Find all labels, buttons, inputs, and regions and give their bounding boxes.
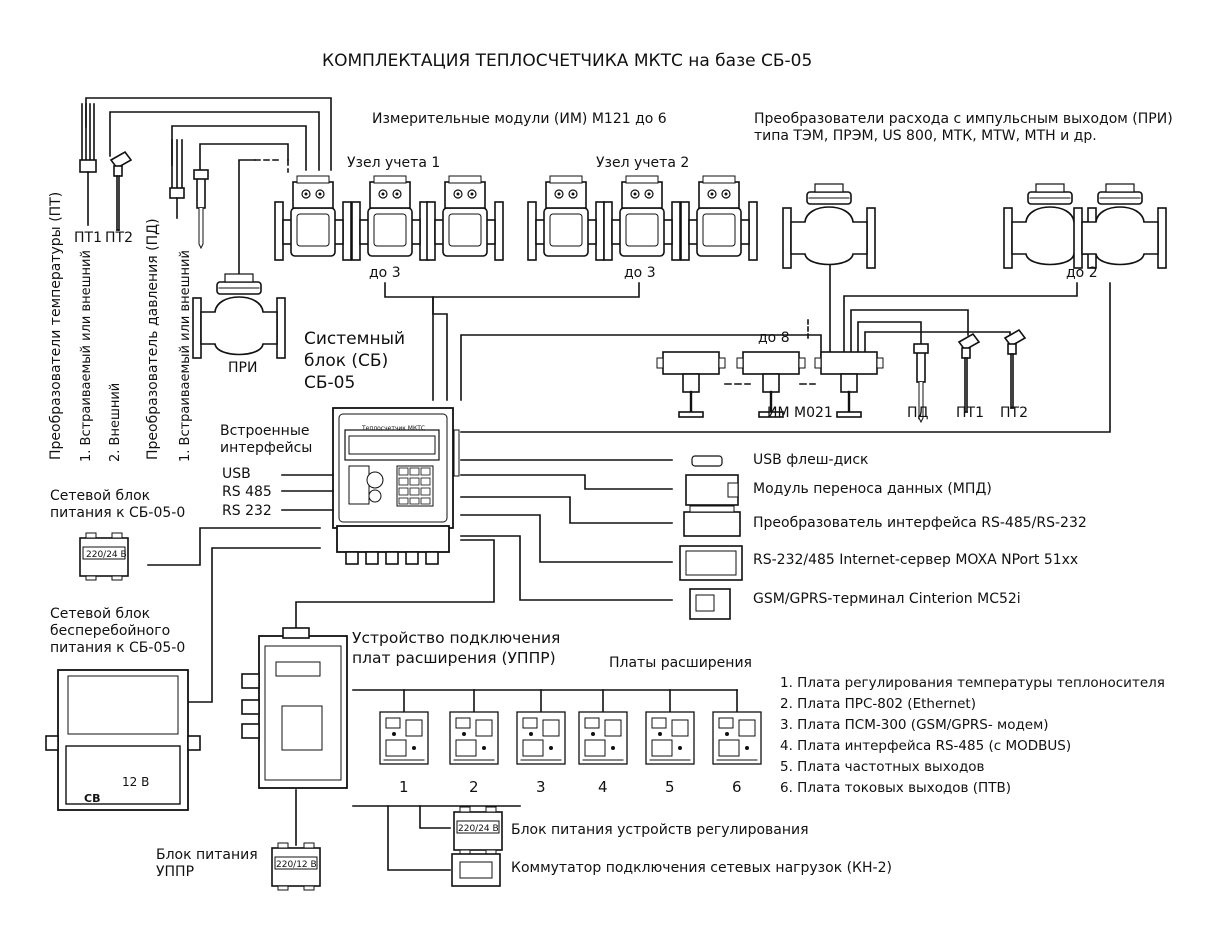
- pt2-label: ПТ2: [105, 230, 133, 246]
- temp-sensors-label: Преобразователи температуры (ПТ): [48, 191, 64, 460]
- pt1-label-right: ПТ1: [956, 405, 984, 421]
- peripheral-icons: [679, 455, 743, 620]
- upto3-label-2: до 3: [624, 265, 656, 281]
- interfaces-title: Встроенные интерфейсы: [220, 423, 313, 456]
- node2-label: Узел учета 2: [596, 155, 690, 171]
- pt2-label-right: ПТ2: [1000, 405, 1028, 421]
- pri-label-left: ПРИ: [228, 360, 258, 376]
- reg-psu-rating: 220/24 В: [458, 824, 499, 834]
- ups-label: Сетевой блок бесперебойного питания к СБ…: [50, 606, 186, 656]
- upto8-label: до 8: [758, 330, 790, 346]
- system-block-sb05: [332, 407, 460, 565]
- upto2-label: до 2: [1066, 265, 1098, 281]
- pt1-label: ПТ1: [74, 230, 102, 246]
- usb-label: USB: [222, 466, 251, 482]
- temp-option-1: 1. Встраиваемый или внешний: [79, 250, 94, 462]
- pri-block-title: Преобразователи расхода с импульсным вых…: [754, 111, 1173, 144]
- system-block-brand: Теплосчетчик МКТС: [362, 425, 426, 432]
- board-list-item-4: 4. Плата интерфейса RS-485 (с MODBUS): [780, 738, 1072, 754]
- board-number-1: 1: [399, 778, 409, 796]
- battery-rating: 12 В: [122, 775, 150, 789]
- temp-sensors-left: [79, 103, 209, 249]
- node1-label: Узел учета 1: [347, 155, 441, 171]
- kn2-switch-label: Коммутатор подключения сетевых нагрузок …: [511, 860, 892, 876]
- board-list-item-2: 2. Плата ПРС-802 (Ethernet): [780, 696, 976, 712]
- peripheral-moxa: RS-232/485 Internet-сервер MOXA NPort 51…: [753, 552, 1079, 568]
- expansion-boards: [379, 711, 762, 765]
- temp-option-2: 2. Внешний: [108, 382, 123, 462]
- battery-brand: CB: [84, 792, 101, 805]
- peripheral-mpd: Модуль переноса данных (МПД): [753, 481, 992, 497]
- im-m121-modules: [274, 175, 758, 261]
- upto3-label-1: до 3: [369, 265, 401, 281]
- pressure-sensor-label: Преобразователь давления (ПД): [145, 218, 161, 460]
- rs232-label: RS 232: [222, 503, 272, 519]
- system-block-label: Системный блок (СБ) СБ-05: [304, 329, 406, 393]
- uppr-psu-label: Блок питания УППР: [156, 847, 258, 880]
- sb-psu-label: Сетевой блок питания к СБ-05-0: [50, 488, 186, 521]
- pd-label-right: ПД: [907, 405, 929, 421]
- power-units: [45, 532, 503, 891]
- pressure-option-1: 1. Встраиваемый или внешний: [178, 250, 193, 462]
- peripheral-usb-flash: USB флеш-диск: [753, 452, 869, 468]
- rs485-label: RS 485: [222, 484, 272, 500]
- board-number-4: 4: [598, 778, 608, 796]
- board-number-2: 2: [469, 778, 479, 796]
- diagram-title: КОМПЛЕКТАЦИЯ ТЕПЛОСЧЕТЧИКА МКТС на базе …: [322, 51, 813, 71]
- uppr-label: Устройство подключения плат расширения (…: [352, 629, 561, 667]
- uppr-psu-rating: 220/12 В: [276, 860, 317, 870]
- board-number-3: 3: [536, 778, 546, 796]
- expansion-boards-label: Платы расширения: [609, 655, 752, 671]
- im-modules-title: Измерительные модули (ИМ) М121 до 6: [372, 111, 667, 127]
- sb-psu-rating: 220/24 В: [86, 550, 127, 560]
- uppr-device: [241, 627, 348, 789]
- board-list-item-3: 3. Плата ПСМ-300 (GSM/GPRS- модем): [780, 717, 1049, 733]
- board-list-item-1: 1. Плата регулирования температуры тепло…: [780, 675, 1165, 691]
- board-list-item-6: 6. Плата токовых выходов (ПТВ): [780, 780, 1011, 796]
- reg-psu-label: Блок питания устройств регулирования: [511, 822, 809, 838]
- peripheral-gsm: GSM/GPRS-терминал Cinterion MC52i: [753, 591, 1021, 607]
- board-number-6: 6: [732, 778, 742, 796]
- im-m021-label: ИМ М021: [767, 405, 833, 421]
- peripheral-converter: Преобразователь интерфейса RS-485/RS-232: [753, 515, 1087, 531]
- board-number-5: 5: [665, 778, 675, 796]
- board-list-item-5: 5. Плата частотных выходов: [780, 759, 985, 775]
